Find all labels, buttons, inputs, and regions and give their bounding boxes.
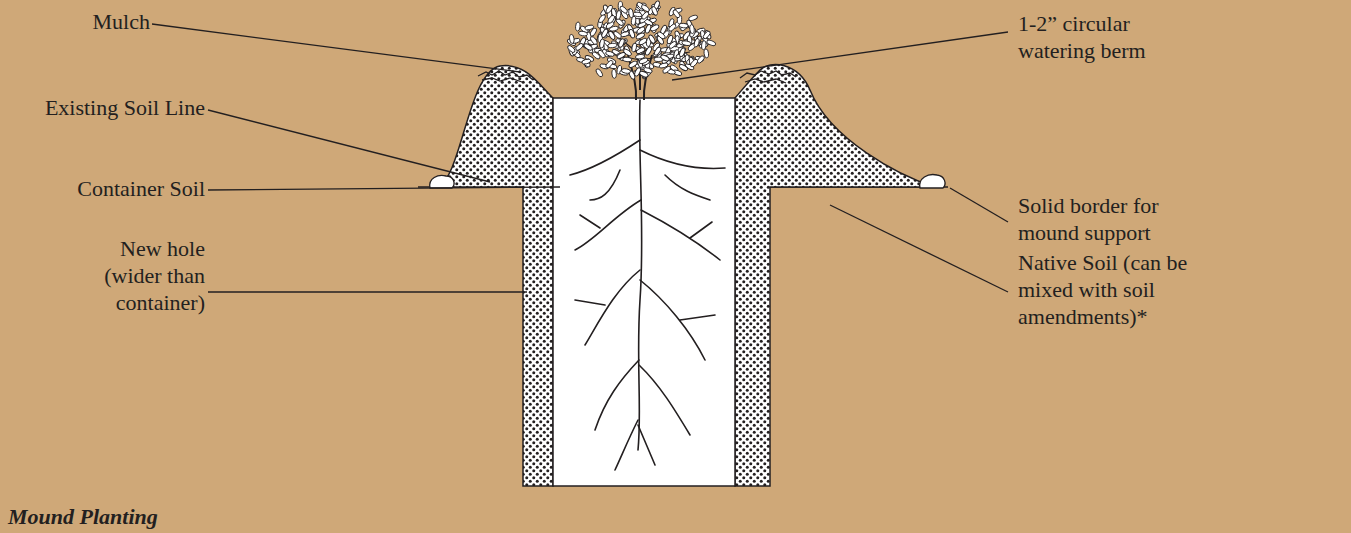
- leader-line: [830, 205, 1008, 292]
- leaf: [601, 28, 609, 38]
- leaf: [582, 59, 592, 68]
- leader-lines: [152, 24, 1008, 292]
- section-heading: Mound Planting: [8, 503, 308, 530]
- leader-line: [208, 187, 560, 190]
- leaf: [644, 24, 651, 34]
- native-soil: [438, 66, 553, 486]
- leaf: [598, 14, 607, 24]
- leaf: [621, 68, 631, 74]
- leaf: [702, 30, 711, 40]
- leaf: [623, 57, 632, 62]
- leaf: [643, 67, 653, 74]
- leaf: [672, 9, 681, 19]
- part-label: Container Soil: [15, 175, 205, 202]
- leaf: [653, 46, 662, 56]
- leaf: [616, 51, 626, 59]
- leader-line: [208, 291, 527, 292]
- leader-line: [152, 24, 520, 72]
- leaf: [641, 11, 650, 21]
- leaf: [668, 40, 678, 49]
- leaf: [605, 50, 615, 57]
- leaf: [581, 58, 591, 64]
- leaf: [618, 38, 625, 48]
- leaf: [679, 63, 689, 71]
- leaf: [660, 54, 670, 62]
- border-rock: [920, 175, 945, 188]
- leaf: [597, 49, 606, 59]
- tree-trunk: [628, 50, 652, 100]
- part-label: Solid border for mound support: [1018, 192, 1190, 246]
- leaf: [651, 6, 659, 16]
- part-label: New hole (wider than container): [83, 235, 205, 316]
- native-soil: [735, 65, 935, 486]
- leaf: [679, 23, 688, 28]
- leaf: [569, 34, 574, 43]
- leaf: [619, 5, 629, 14]
- leaf: [690, 58, 699, 68]
- leaf: [680, 22, 689, 31]
- leaf: [575, 22, 580, 31]
- leaf: [644, 46, 652, 56]
- leaf: [659, 62, 669, 69]
- leaf: [578, 31, 588, 37]
- leader-line: [208, 110, 490, 182]
- leaf: [595, 68, 604, 78]
- leaf: [648, 34, 656, 44]
- container-soil: [553, 98, 735, 486]
- tree-canopy: [566, 0, 716, 80]
- leaf: [605, 59, 614, 69]
- leaf: [608, 30, 616, 40]
- leaf: [599, 39, 605, 49]
- leaf: [575, 42, 585, 51]
- leaf: [636, 26, 646, 35]
- leaf: [701, 41, 706, 50]
- leader-line: [672, 32, 1008, 80]
- leaf: [607, 14, 616, 24]
- leaf: [635, 54, 644, 59]
- part-label: 1-2” circular watering berm: [1018, 10, 1190, 64]
- roots: [570, 100, 725, 470]
- leaf: [679, 47, 686, 57]
- leaf: [696, 55, 705, 65]
- leaf: [609, 26, 619, 32]
- part-label: Native Soil (can be mixed with soil amen…: [1018, 249, 1190, 330]
- leader-line: [950, 188, 1008, 222]
- border-rock: [430, 176, 454, 189]
- leaf: [689, 24, 694, 33]
- leaf: [634, 67, 642, 77]
- leaf: [706, 39, 716, 46]
- leaf: [656, 31, 666, 40]
- leaf: [612, 69, 617, 78]
- leaf: [682, 40, 692, 46]
- leaf: [566, 44, 576, 53]
- leaf: [583, 43, 593, 52]
- part-label: Existing Soil Line: [0, 94, 205, 121]
- leaf: [628, 29, 635, 39]
- leaf: [608, 43, 617, 48]
- leaf: [640, 4, 650, 13]
- part-label: Mulch: [30, 8, 150, 35]
- leaf: [584, 24, 594, 30]
- leaf: [631, 16, 636, 25]
- leaf: [589, 36, 598, 46]
